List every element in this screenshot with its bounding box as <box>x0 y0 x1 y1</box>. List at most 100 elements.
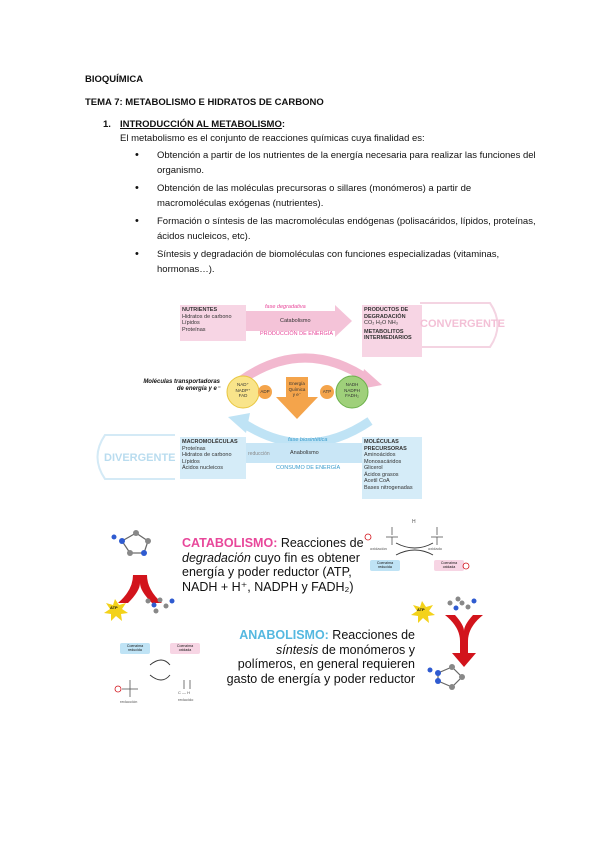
atp-star-right <box>411 601 435 623</box>
energy-label-line: y e⁻ <box>292 392 302 397</box>
coenzyme-nadph: NADPH <box>344 387 360 393</box>
cat-text-3: energía y poder reductor (ATP, <box>182 565 352 579</box>
transport-molecules-label: Moléculas transportadoras de energía y e… <box>143 379 220 392</box>
cycle-arrowhead-bottom <box>228 413 250 433</box>
adp-circle <box>258 385 272 399</box>
adp-label: ADP <box>260 389 270 394</box>
coenzima-oxidada-top: Coenzima oxidada <box>440 561 458 569</box>
divergente-label: DIVERGENTE <box>104 452 176 464</box>
coenzima-reducida-top: Coenzima reducida <box>376 561 394 569</box>
list-item: Obtención a partir de los nutrientes de … <box>135 148 537 178</box>
fragments-right <box>447 596 477 611</box>
coenzyme-nad: NAD⁺ <box>237 382 249 387</box>
reduccion-label: reducción <box>120 699 138 704</box>
macromoleculas-item: Proteínas <box>182 445 206 452</box>
catabolismo-word: CATABOLISMO: <box>182 536 278 550</box>
productos-box: PRODUCTOS DE DEGRADACIÓN CO₂ H₂O NH₃ MET… <box>362 305 422 357</box>
cycle-arc-bottom <box>237 417 373 448</box>
section-title-colon: : <box>281 119 286 130</box>
ana-text-3: polímeros, en general requieren <box>237 657 415 671</box>
section-title-text: INTRODUCCIÓN AL METABOLISMO <box>120 119 282 130</box>
energy-arrow <box>276 377 318 419</box>
nutrientes-box: NUTRIENTES Hidratos de carbono Lípidos P… <box>180 305 246 341</box>
ana-text-4: gasto de energía y poder reductor <box>226 671 415 686</box>
productos-items: CO₂ H₂O NH₃ <box>364 320 399 326</box>
macromoleculas-box: MACROMOLÉCULAS Proteínas Hidratos de car… <box>180 437 246 479</box>
cat-text-2: cuyo fin es obtener <box>250 550 360 565</box>
ana-text-2: de monómeros y <box>318 642 415 657</box>
catabolismo-definition: CATABOLISMO: Reacciones de degradación c… <box>182 536 372 594</box>
ana-italic: síntesis <box>276 642 319 657</box>
cat-text-4: NADH + H⁺, NADPH y FADH₂) <box>182 579 354 594</box>
panel-illustrations <box>104 527 483 697</box>
precursoras-item: Monosacáridos <box>364 458 402 465</box>
macromoleculas-item: Lípidos <box>182 458 200 465</box>
precursoras-item: Acetil CoA <box>364 478 390 484</box>
precursoras-item: Aminoácidos <box>364 452 396 458</box>
oxidized-coenzymes: NAD⁺ NADP⁺ FAD <box>235 382 251 399</box>
list-item: Formación o síntesis de las macromolécul… <box>135 214 537 244</box>
anabolismo-word: ANABOLISMO: <box>239 628 329 642</box>
nutrientes-item: Lípidos <box>182 320 200 326</box>
section-title: INTRODUCCIÓN AL METABOLISMO: <box>120 117 285 132</box>
coenzyme-nadp: NADP⁺ <box>235 387 251 393</box>
cat-italic: degradación <box>182 550 251 565</box>
coenzyme-nadh: NADH <box>345 382 359 387</box>
energy-label-line: Energía <box>289 381 305 386</box>
atp-circle <box>320 385 334 399</box>
consumo-energia-label: CONSUMO DE ENERGÍA <box>276 465 341 471</box>
fase-biosintetica-label: fase biosintética <box>288 437 328 443</box>
atp-label-right: ATP <box>417 607 425 612</box>
atp-star-left <box>104 599 128 621</box>
document-topic: TEMA 7: METABOLISMO E HIDRATOS DE CARBON… <box>85 97 324 108</box>
nutrientes-item: Proteínas <box>182 326 206 333</box>
fragments-left <box>145 597 175 614</box>
ana-text-1: Reacciones de <box>328 628 415 642</box>
top-h-label: H <box>412 519 416 525</box>
productos-title: PRODUCTOS DE DEGRADACIÓN <box>364 307 409 320</box>
precursoras-item: Ácidos grasos <box>364 471 399 478</box>
anabolism-merge-arrow <box>445 615 483 667</box>
right-circle <box>335 375 369 409</box>
molecule-icon-bottom-right <box>427 664 465 690</box>
precursoras-title: MOLÉCULAS PRECURSORAS <box>364 439 407 452</box>
reduction-diagram <box>114 643 200 697</box>
reduced-coenzymes: NADH NADPH FADH₂ <box>342 382 362 399</box>
energy-label-line: Química <box>288 386 306 392</box>
anabolismo-label: Anabolismo <box>290 450 319 456</box>
coenzima-reducida-bottom: Coenzima reducida <box>126 644 144 652</box>
convergente-label: CONVERGENTE <box>420 318 505 330</box>
cat-text-1: Reacciones de <box>277 536 364 550</box>
reduccion-label: reducción <box>248 451 270 457</box>
catabolism-split-arrow <box>118 575 162 603</box>
macromoleculas-title: MACROMOLÉCULAS <box>182 439 238 445</box>
produccion-energia-label: PRODUCCIÓN DE ENERGÍA <box>260 331 334 337</box>
catabolismo-label: Catabolismo <box>280 318 311 324</box>
anabolismo-definition: ANABOLISMO: Reacciones de síntesis de mo… <box>215 628 415 686</box>
atp-label-left: ATP <box>110 605 118 610</box>
macromoleculas-item: Ácidos nucleicos <box>182 465 223 471</box>
precursoras-box: MOLÉCULAS PRECURSORAS Aminoácidos Monosa… <box>362 437 422 499</box>
oxidado-label: oxidado <box>428 546 443 551</box>
ch-label: C — H <box>178 690 190 695</box>
nutrientes-item: Hidratos de carbono <box>182 313 232 320</box>
metabolitos-label: METABOLITOS INTERMEDIARIOS <box>364 328 412 342</box>
purpose-list: Obtención a partir de los nutrientes de … <box>135 148 537 277</box>
nutrientes-title: NUTRIENTES <box>182 307 218 313</box>
section-number: 1. <box>103 119 111 130</box>
fase-degradativa-label: fase degradativa <box>265 304 306 310</box>
convergente-shape <box>420 302 499 348</box>
coenzyme-fadh2: FADH₂ <box>345 393 359 398</box>
coenzima-oxidada-bottom: Coenzima oxidada <box>176 644 194 652</box>
cat-ana-panel: CATABOLISMO: Reacciones de degradación c… <box>100 515 505 705</box>
molecule-icon-top-left <box>111 530 151 556</box>
macromoleculas-item: Hidratos de carbono <box>182 452 232 458</box>
metabolism-diagram: NUTRIENTES Hidratos de carbono Lípidos P… <box>90 295 515 500</box>
divergente-shape <box>96 434 175 480</box>
precursoras-item: Bases nitrogenadas <box>364 484 413 491</box>
list-item: Obtención de las moléculas precursoras o… <box>135 181 537 211</box>
atp-label: ATP <box>322 389 332 394</box>
energy-label: Energía Química y e⁻ <box>282 381 312 398</box>
reducido-label: reducido <box>178 697 194 702</box>
intro-text: El metabolismo es el conjunto de reaccio… <box>120 133 425 144</box>
